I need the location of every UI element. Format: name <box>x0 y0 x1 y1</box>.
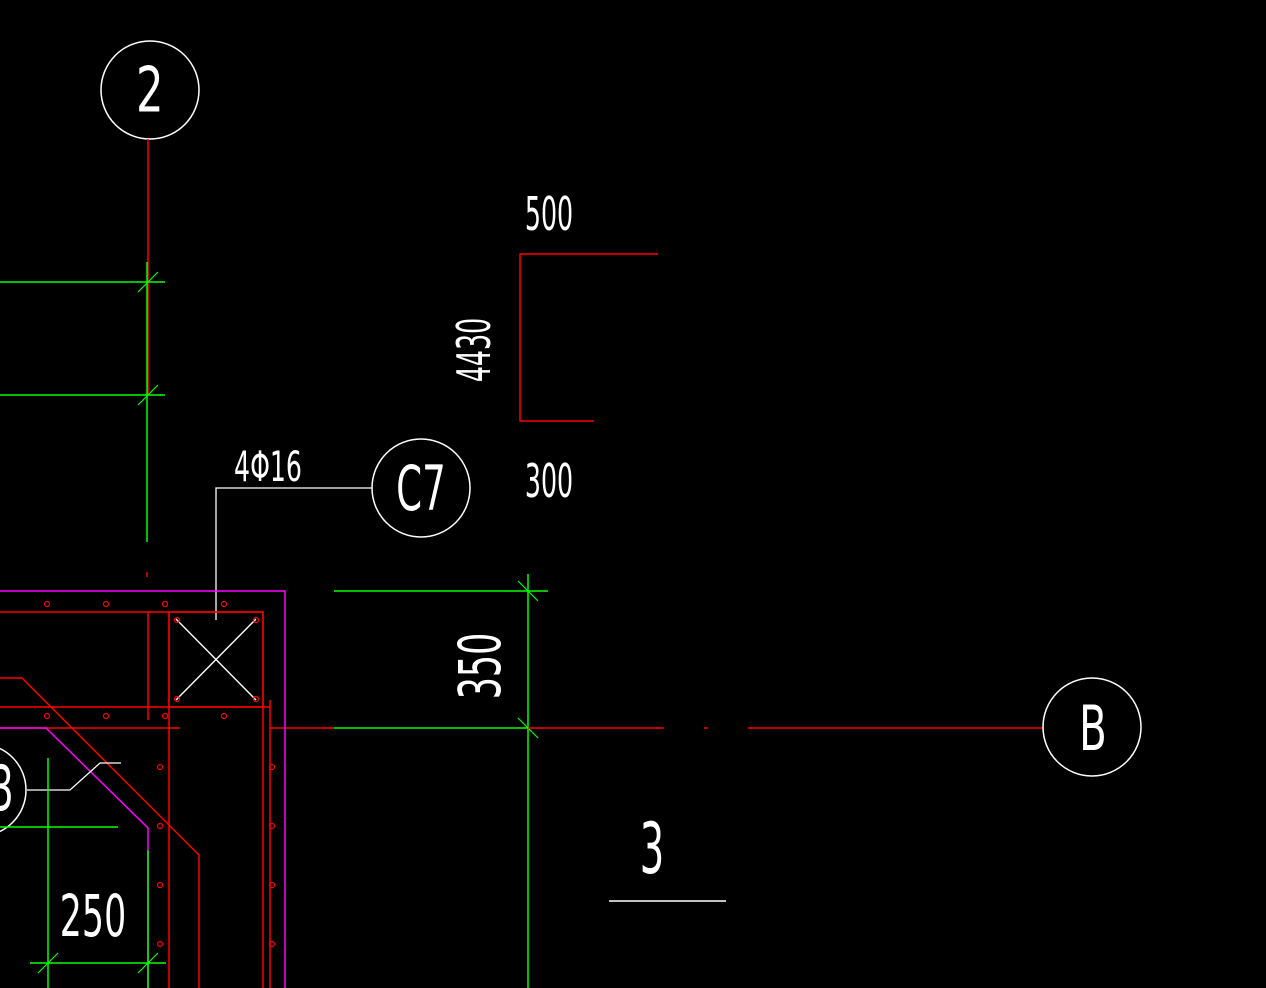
rebar-dot <box>173 695 181 703</box>
dim-bottom-width: 300 <box>525 455 573 508</box>
rebar-dot <box>268 822 276 830</box>
rebar-dot <box>102 712 110 720</box>
dim-tick-upper-1 <box>137 271 159 293</box>
column-tag-label: C7 <box>396 454 446 526</box>
dim-350-label: 350 <box>448 633 515 699</box>
upper-dimension-lines <box>0 262 165 577</box>
rebar-dot <box>156 763 164 771</box>
rebar-dot <box>220 712 228 720</box>
section-mark: 3 <box>609 810 726 902</box>
rebar-dot <box>268 940 276 948</box>
dim-250-label: 250 <box>60 884 126 951</box>
rebar-dot <box>156 881 164 889</box>
axis-b-label: B <box>1079 693 1107 765</box>
rebar-dot <box>268 763 276 771</box>
column-tag: 4Φ16 C7 <box>215 438 471 620</box>
axis-2-marker: 2 <box>100 40 200 140</box>
column-tag-bubble <box>371 438 471 538</box>
column-detail: 3 250 <box>0 590 286 988</box>
axis-partial-leader <box>27 762 121 791</box>
magenta-outline-outer <box>0 590 286 988</box>
red-rebar-diagonal <box>0 677 200 988</box>
rebar-dot <box>252 695 260 703</box>
rebar-dot <box>161 600 169 608</box>
column-box <box>168 611 264 708</box>
rebar-dot <box>220 600 228 608</box>
rebar-dots <box>43 600 276 948</box>
rebar-dot <box>252 616 260 624</box>
dim-top-width: 500 <box>525 188 573 241</box>
dim-tick-upper-2 <box>137 384 159 406</box>
rebar-dot <box>268 881 276 889</box>
red-rebar-top <box>0 611 264 988</box>
rebar-bend-shape <box>519 253 658 422</box>
axis-partial-label: 3 <box>0 754 14 826</box>
rebar-dot <box>156 940 164 948</box>
rebar-note: 4Φ16 <box>234 443 302 492</box>
rebar-dot <box>173 616 181 624</box>
column-cross-2 <box>175 618 257 701</box>
rebar-dot <box>102 600 110 608</box>
dim-side-height: 4430 <box>448 318 501 382</box>
rebar-dot <box>43 712 51 720</box>
rebar-dot <box>156 822 164 830</box>
axis-partial-bubble <box>0 747 27 833</box>
rebar-dot <box>43 600 51 608</box>
axis-2-bubble <box>100 40 200 140</box>
axis-b-marker: B <box>0 677 1142 777</box>
dim-350-tick-top <box>517 580 539 602</box>
axis-2-label: 2 <box>136 54 164 127</box>
axis-b-bubble <box>1042 677 1142 777</box>
dimension-350: 350 <box>334 574 548 988</box>
section-mark-label: 3 <box>640 810 664 891</box>
column-leader-line <box>215 487 372 620</box>
rebar-dot <box>161 712 169 720</box>
